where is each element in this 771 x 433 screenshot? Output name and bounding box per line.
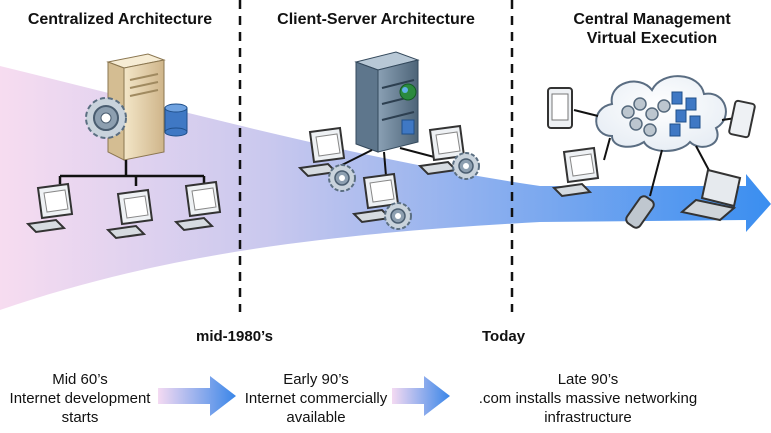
smartphone-icon [728, 99, 756, 139]
gear-icon [85, 97, 127, 139]
cloud-desktop-pc-computer-icon [551, 146, 600, 198]
era-title-centralized: Centralized Architecture [27, 11, 213, 28]
cloud-gear-cluster-icon [621, 97, 671, 137]
client-pc-2-computer-icon [417, 124, 466, 176]
terminal-2-computer-icon [105, 188, 154, 240]
terminal-3-computer-icon [173, 180, 222, 232]
milestone-1-line-3: starts [61, 409, 99, 426]
milestone-1: Mid 60’s Internet development starts [0, 370, 160, 427]
cloud-icon [595, 75, 727, 152]
milestone-3: Late 90’s .com installs massive networki… [448, 370, 728, 427]
milestone-2-line-2: Internet commercially [244, 390, 388, 407]
milestone-3-line-3: infrastructure [544, 409, 632, 426]
laptop-icon [679, 168, 742, 222]
milestone-2: Early 90’s Internet commercially availab… [226, 370, 406, 427]
milestone-arrow-2 [392, 376, 450, 416]
milestone-1-line-2: Internet development [9, 390, 151, 407]
cloud-database-cluster-icon [669, 91, 701, 137]
milestone-1-line-1: Mid 60’s [52, 371, 108, 388]
tablet-icon [547, 87, 573, 129]
terminal-1-computer-icon [25, 182, 74, 234]
era-title-line-2: Virtual Execution [586, 30, 718, 47]
client-gear-icon-1 [328, 164, 356, 192]
milestone-3-line-1: Late 90’s [557, 371, 619, 388]
era-title-central-management: Central Management Virtual Execution [532, 10, 771, 48]
network-links [339, 147, 439, 177]
milestone-3-line-2: .com installs massive networking [478, 390, 698, 407]
milestone-2-line-3: available [286, 409, 346, 426]
marker-mid-1980s: mid-1980’s [196, 328, 273, 345]
milestone-2-line-1: Early 90’s [283, 371, 349, 388]
client-gear-icon-2 [452, 152, 480, 180]
client-gear-icon-3 [384, 202, 412, 230]
milestone-arrow-1 [158, 376, 236, 416]
rack-server-icon [354, 51, 420, 153]
mobile-phone-icon [625, 195, 655, 229]
era-title-client-server: Client-Server Architecture [277, 11, 475, 28]
marker-today: Today [482, 328, 526, 345]
database-icon [164, 103, 188, 137]
network-bus [58, 160, 206, 186]
era-title-line-1: Central Management [573, 11, 731, 28]
